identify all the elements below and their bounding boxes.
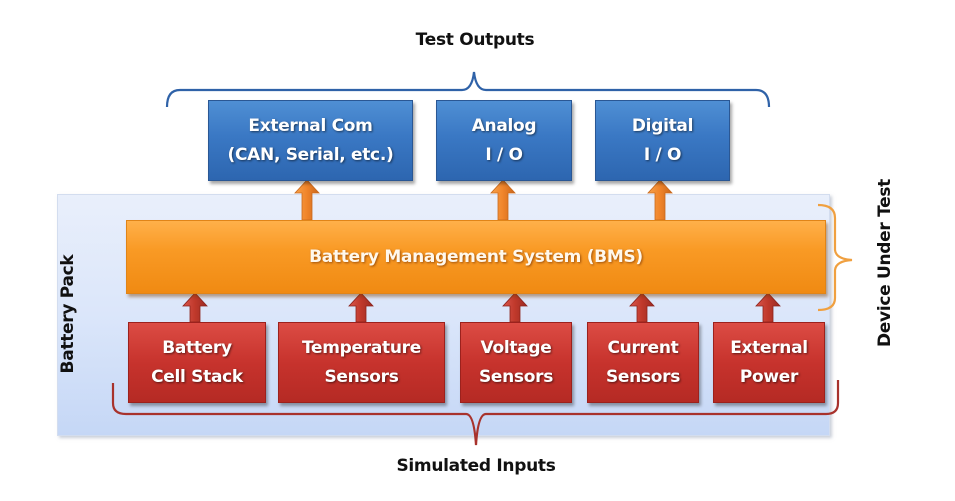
output-external-com-line2: (CAN, Serial, etc.) xyxy=(227,144,394,165)
input-external-power-line2: Power xyxy=(739,366,799,387)
output-box-analog-io: Analog I / O xyxy=(436,100,572,181)
output-digital-line2: I / O xyxy=(643,144,682,165)
battery-pack-label: Battery Pack xyxy=(58,254,78,374)
output-analog-line1: Analog xyxy=(471,115,537,136)
test-outputs-bracket xyxy=(165,71,771,108)
input-temperature-line1: Temperature xyxy=(302,337,421,358)
bms-box: Battery Management System (BMS) xyxy=(126,220,826,294)
input-external-power-line1: External xyxy=(730,337,808,358)
bms-label: Battery Management System (BMS) xyxy=(309,247,643,267)
simulated-inputs-label: Simulated Inputs xyxy=(396,456,556,476)
arrow-bms-to-analog xyxy=(490,179,516,221)
simulated-inputs-bracket xyxy=(111,380,840,446)
input-temperature-line2: Sensors xyxy=(324,366,399,387)
input-box-battery-cell-stack: Battery Cell Stack xyxy=(128,322,266,403)
input-current-line1: Current xyxy=(607,337,679,358)
arrow-current-sensors-to-bms xyxy=(629,292,655,323)
output-digital-line1: Digital xyxy=(631,115,694,136)
input-battery-line1: Battery xyxy=(162,337,232,358)
input-box-current-sensors: Current Sensors xyxy=(587,322,699,403)
input-current-line2: Sensors xyxy=(605,366,681,387)
input-box-temperature-sensors: Temperature Sensors xyxy=(278,322,445,403)
device-under-test-label: Device Under Test xyxy=(875,179,895,347)
input-voltage-line1: Voltage xyxy=(480,337,552,358)
arrow-temperature-sensors-to-bms xyxy=(348,292,374,323)
input-box-voltage-sensors: Voltage Sensors xyxy=(460,322,572,403)
arrow-bms-to-external-com xyxy=(294,179,320,221)
input-voltage-line2: Sensors xyxy=(478,366,554,387)
input-battery-line2: Cell Stack xyxy=(151,366,243,387)
device-under-test-bracket xyxy=(817,203,853,312)
output-box-external-com: External Com (CAN, Serial, etc.) xyxy=(208,100,413,181)
arrow-external-power-to-bms xyxy=(755,292,781,323)
output-analog-line2: I / O xyxy=(485,144,523,165)
test-outputs-label: Test Outputs xyxy=(415,30,535,50)
output-box-digital-io: Digital I / O xyxy=(595,100,730,181)
output-external-com-line1: External Com xyxy=(248,115,373,136)
arrow-voltage-sensors-to-bms xyxy=(502,292,528,323)
input-box-external-power: External Power xyxy=(713,322,825,403)
arrow-bms-to-digital xyxy=(647,179,673,221)
arrow-battery-cell-stack-to-bms xyxy=(182,292,208,323)
